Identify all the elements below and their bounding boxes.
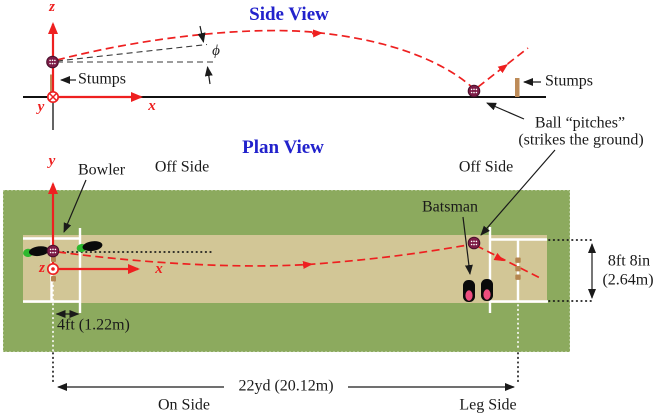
stumps-plan-icon bbox=[51, 256, 521, 282]
ball-pitches-note-line1: Ball “pitches” bbox=[534, 114, 626, 132]
side-y-axis-label: y bbox=[37, 99, 45, 116]
pitch-length-dimension-label: 22yd (20.12m) bbox=[238, 377, 334, 395]
side-view-title: Side View bbox=[249, 4, 329, 26]
bowler-label: Bowler bbox=[78, 161, 126, 179]
plan-trajectory bbox=[57, 243, 541, 279]
ball-flight-path bbox=[56, 29, 474, 89]
dotted-guides bbox=[52, 239, 592, 384]
cricket-ball-icon bbox=[46, 55, 59, 69]
crease-dimension-label: 4ft (1.22m) bbox=[57, 316, 130, 334]
pitch-width-dimension-line2: (2.64m) bbox=[602, 271, 654, 289]
cricket-ball-icon bbox=[467, 236, 481, 250]
side-view bbox=[23, 22, 546, 130]
side-z-axis-label: z bbox=[49, 0, 55, 16]
plan-z-axis-label: z bbox=[39, 260, 45, 277]
stumps-label-left: Stumps bbox=[78, 70, 127, 88]
stumps-label-right: Stumps bbox=[545, 72, 594, 90]
origin-out-of-page-icon bbox=[46, 262, 60, 276]
side-x-axis-label: x bbox=[148, 98, 156, 115]
plan-view-title: Plan View bbox=[242, 137, 324, 159]
annotation-arrows bbox=[55, 25, 596, 391]
ball-pitches-note-line2: (strikes the ground) bbox=[518, 131, 644, 149]
origin-into-page-icon bbox=[46, 90, 60, 104]
cricket-ball-icon bbox=[467, 84, 481, 98]
batsman-footprint-icon bbox=[481, 279, 493, 301]
phi-angle-label: ϕ bbox=[212, 43, 220, 60]
off-side-label-left: Off Side bbox=[154, 158, 210, 176]
cricket-ball-icon bbox=[46, 244, 60, 258]
plan-y-axis-label: y bbox=[48, 153, 56, 170]
on-side-label: On Side bbox=[158, 396, 210, 414]
pitch-width-dimension-line1: 8ft 8in bbox=[607, 252, 651, 270]
batsman-footprint-icon bbox=[463, 280, 475, 302]
off-side-label-right: Off Side bbox=[458, 158, 514, 176]
batsman-label: Batsman bbox=[422, 198, 478, 216]
leg-side-label: Leg Side bbox=[459, 396, 517, 414]
plan-x-axis-label: x bbox=[155, 261, 163, 278]
stump-icon bbox=[515, 78, 520, 97]
